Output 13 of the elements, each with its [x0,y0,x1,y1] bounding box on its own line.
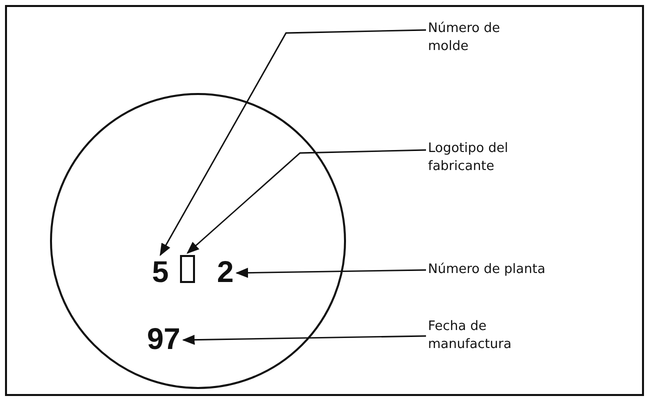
mark-number: 97 [147,324,180,356]
leader-line [182,334,426,345]
mark-rectangle [180,255,195,283]
mark-number: 2 [217,257,234,289]
mark-number: 5 [152,257,169,289]
leader-line [235,268,426,278]
callout-text: Número de planta [428,261,546,279]
callout-text: Logotipo del fabricante [428,140,526,176]
leader-line [186,149,426,254]
circle-outline [50,93,346,389]
callout-text: Número de molde [428,20,520,56]
callout-text: Fecha de manufactura [428,318,518,354]
leader-line [160,29,426,256]
